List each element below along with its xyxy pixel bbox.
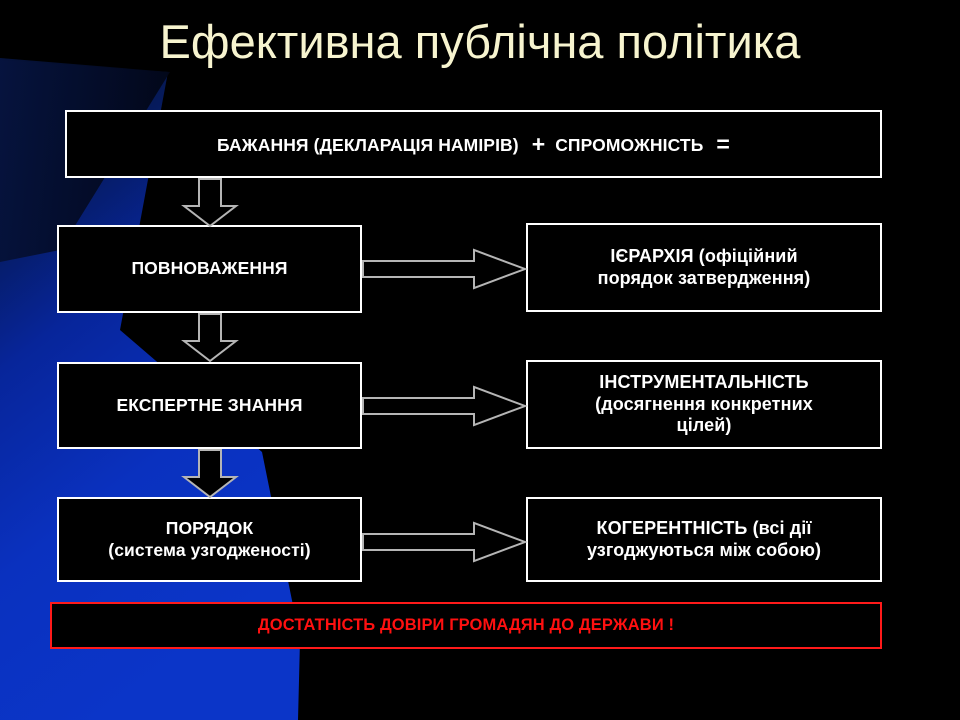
box-ekspertne-znannya: ЕКСПЕРТНЕ ЗНАННЯ (57, 362, 362, 449)
header-part2: СПРОМОЖНІСТЬ (555, 134, 704, 155)
header-equation-text: БАЖАННЯ (ДЕКЛАРАЦІЯ НАМІРІВ) + СПРОМОЖНІ… (67, 130, 880, 158)
box-instrumentalnist: ІНСТРУМЕНТАЛЬНІСТЬ (досягнення конкретни… (526, 360, 882, 449)
header-part1: БАЖАННЯ (ДЕКЛАРАЦІЯ НАМІРІВ) (217, 134, 519, 155)
box-ierarkhiya: ІЄРАРХІЯ (офіційний порядок затвердження… (526, 223, 882, 312)
plus-symbol: + (531, 130, 546, 157)
box-koherentnist-line1: КОГЕРЕНТНІСТЬ (всі дії (596, 517, 812, 538)
box-instrumentalnist-line1: ІНСТРУМЕНТАЛЬНІСТЬ (599, 371, 809, 392)
box-ierarkhiya-line2: порядок затвердження) (597, 267, 811, 288)
arrow-down-icon (181, 178, 239, 228)
trust-banner: ДОСТАТНІСТЬ ДОВІРИ ГРОМАДЯН ДО ДЕРЖАВИ ! (50, 602, 882, 649)
box-instrumentalnist-line2: (досягнення конкретних (595, 393, 813, 414)
header-equation-box: БАЖАННЯ (ДЕКЛАРАЦІЯ НАМІРІВ) + СПРОМОЖНІ… (65, 110, 882, 178)
box-koherentnist-line2: узгоджуються між собою) (586, 539, 822, 560)
arrow-right-icon (362, 521, 528, 563)
box-poryadok-line2: (система узгодженості) (108, 539, 311, 560)
trust-banner-text: ДОСТАТНІСТЬ ДОВІРИ ГРОМАДЯН ДО ДЕРЖАВИ ! (257, 616, 675, 635)
box-poryadok-line1: ПОРЯДОК (165, 518, 254, 539)
page-title: Ефективна публічна політика (159, 15, 801, 68)
box-povnovazhennya-label: ПОВНОВАЖЕННЯ (131, 258, 288, 279)
box-instrumentalnist-label: ІНСТРУМЕНТАЛЬНІСТЬ (досягнення конкретни… (528, 372, 880, 438)
box-ierarkhiya-label: ІЄРАРХІЯ (офіційний порядок затвердження… (528, 246, 880, 290)
box-koherentnist-label: КОГЕРЕНТНІСТЬ (всі дії узгоджуються між … (528, 518, 880, 562)
equals-symbol: = (716, 130, 730, 157)
arrow-down-icon (181, 313, 239, 363)
arrow-right-icon (362, 385, 528, 427)
box-poryadok: ПОРЯДОК (система узгодженості) (57, 497, 362, 582)
box-koherentnist: КОГЕРЕНТНІСТЬ (всі дії узгоджуються між … (526, 497, 882, 582)
arrow-right-icon (362, 248, 528, 290)
arrow-down-icon (181, 449, 239, 499)
box-ekspertne-znannya-label: ЕКСПЕРТНЕ ЗНАННЯ (116, 394, 303, 415)
box-instrumentalnist-line3: цілей) (676, 415, 732, 436)
box-ierarkhiya-line1: ІЄРАРХІЯ (офіційний (610, 245, 798, 266)
box-poryadok-label: ПОРЯДОК (система узгодженості) (59, 518, 360, 561)
box-povnovazhennya: ПОВНОВАЖЕННЯ (57, 225, 362, 313)
